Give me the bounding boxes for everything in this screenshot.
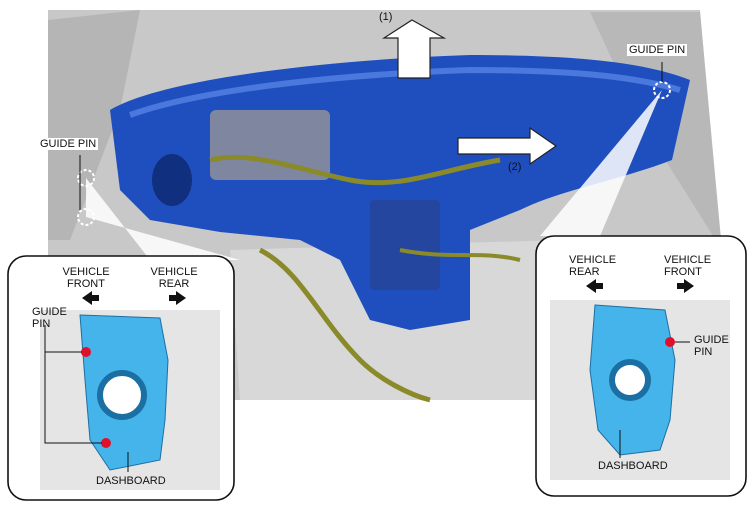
arrow-1-up [381, 19, 447, 79]
guide-pin-label-top-right: GUIDE PIN [627, 44, 688, 56]
inset-left-bracket-hole [97, 370, 147, 420]
inset-right-arrow-front [677, 279, 694, 293]
wiring-harness-branch [399, 248, 521, 262]
callout-wedge-left [86, 178, 240, 260]
arrow-2-rear [457, 126, 558, 166]
left-a-pillar [48, 10, 140, 240]
inset-left-guide-pin-upper [81, 347, 91, 357]
wiring-harness-lower [258, 247, 431, 403]
inset-right-bracket-hole [609, 359, 651, 401]
inset-right-dashboard-label: DASHBOARD [598, 460, 668, 472]
inset-right-guide-pin [665, 337, 675, 347]
dashboard-top-highlight [128, 66, 681, 118]
center-stack-opening [210, 110, 330, 180]
left-air-vent [152, 154, 192, 206]
inset-left-dashboard-label: DASHBOARD [96, 475, 166, 487]
arrow-2-label: (2) [508, 161, 522, 173]
inset-left-guide-pin-lower [101, 438, 111, 448]
guide-pin-label-left: GUIDE PIN [38, 138, 99, 150]
inset-left-arrow-rear [169, 291, 186, 305]
arrow-1-label: (1) [379, 11, 393, 23]
inset-right-arrow-rear [586, 279, 603, 293]
inset-left-pin-leader [44, 325, 102, 444]
inset-left-arrow-front [82, 291, 99, 305]
lower-center-opening [370, 200, 440, 290]
callout-wedge-right [540, 90, 662, 236]
wiring-harness-main [209, 154, 501, 186]
